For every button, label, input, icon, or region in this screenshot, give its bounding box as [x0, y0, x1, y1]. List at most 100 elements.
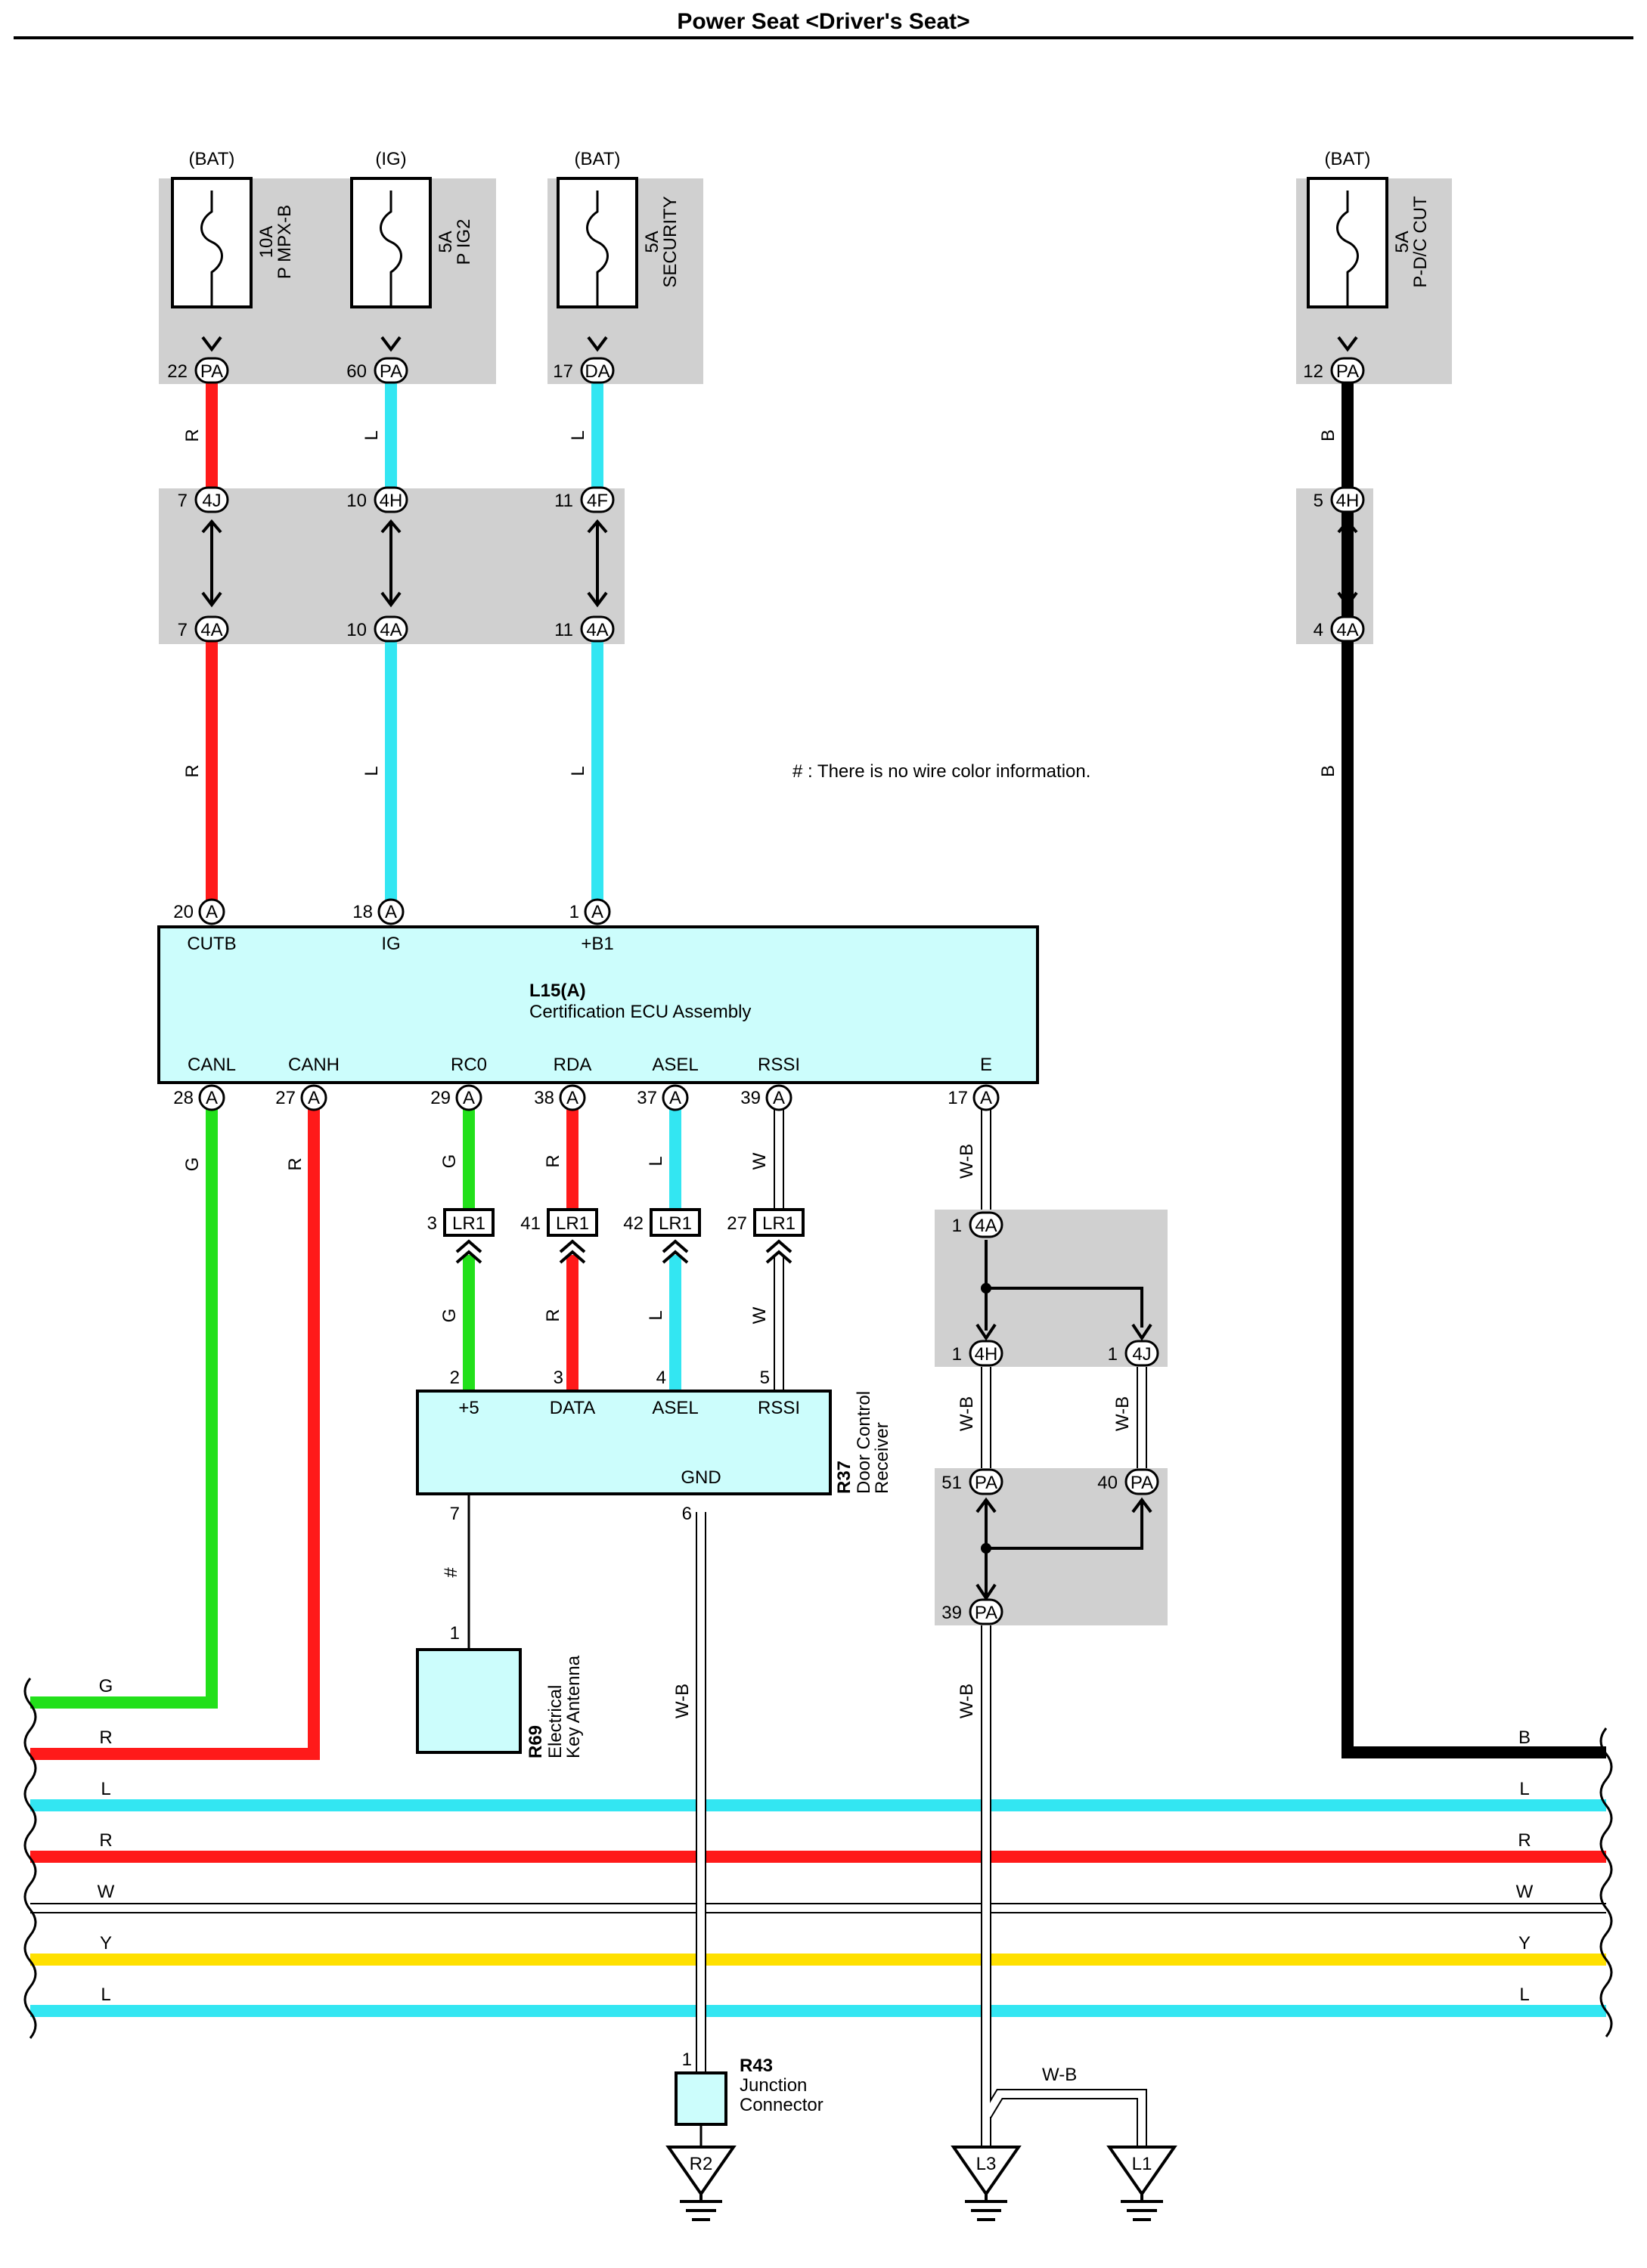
gj-branch-top [986, 1287, 1143, 1328]
gj-branch-bottom [986, 1500, 1143, 1550]
wire-label-canl: G [182, 1157, 203, 1172]
lr1-2-chevron-icon [559, 1239, 586, 1264]
bus-left-label-5: W [98, 1882, 115, 1902]
wire-wb-e-4-fill [982, 1625, 1146, 2147]
ecu-pin-rssi-conn: A [773, 1088, 785, 1108]
fuse-1-arrow-icon [201, 336, 222, 352]
receiver-pin-5v-name: +5 [458, 1398, 479, 1418]
wire-label-b-1: B [1318, 429, 1338, 442]
ecu-pin-rssi-name: RSSI [758, 1055, 800, 1075]
wire-label-e-1: W-B [957, 1144, 977, 1179]
page-title: Power Seat <Driver's Seat> [677, 9, 969, 34]
wire-label-rc0-2: G [439, 1309, 460, 1323]
gj-4j-pin: 1 [1108, 1344, 1118, 1365]
ecu-pin-ig-num: 18 [352, 902, 373, 922]
bus-right-label-6: L [1519, 1984, 1529, 2005]
bus-labels: G R L R W Y L B L R W Y L [98, 1676, 1534, 2005]
lr1-3-chevron-icon [662, 1239, 689, 1264]
ecu-pin-asel-circle [662, 1084, 689, 1111]
fuse-3-pin: 17 [553, 361, 573, 382]
gj-pa51-conn: PA [975, 1473, 997, 1493]
jct-lower-1-conn: 4A [200, 620, 222, 640]
fuse-3-conn: DA [585, 361, 609, 382]
receiver-name-line1: Door Control [854, 1391, 874, 1494]
gj-pa40-conn: PA [1131, 1473, 1153, 1493]
wire-label-hash: # [441, 1567, 461, 1578]
lr1-2-conn: LR1 [556, 1213, 589, 1234]
wire-label-wb-mid-2: W-B [1112, 1396, 1133, 1431]
door-control-receiver: 2 3 4 5 +5 DATA ASEL RSSI GND R37 Door C… [416, 1368, 892, 1524]
jct-lower-1-pin: 7 [178, 620, 188, 640]
fuse-2-rating: 5A [436, 231, 456, 253]
jct-lower-3-pin: 11 [554, 620, 573, 640]
gj-pa39-pin: 39 [941, 1603, 962, 1623]
wire-label-rda-2: R [543, 1309, 563, 1321]
ground-r2-earth-icon [680, 2194, 722, 2221]
fuse-2-pin: 60 [346, 361, 367, 382]
ecu-pin-b1-conn: A [591, 902, 603, 922]
fuse-2-conn: PA [380, 361, 402, 382]
fuse-3-source: (BAT) [575, 149, 621, 169]
ecu-pin-rc0-conn: A [463, 1088, 475, 1108]
antenna-name-line1: Electrical [545, 1685, 566, 1758]
bus-right-label-5: Y [1518, 1933, 1531, 1954]
ecu-pin-rda-num: 38 [534, 1088, 554, 1108]
receiver-ant-pin: 7 [450, 1504, 460, 1524]
junction-connector: 1 R43 Junction Connector [675, 2050, 824, 2147]
lr1-1-pin: 3 [427, 1213, 437, 1234]
ecu-pin-e-name: E [980, 1055, 992, 1075]
ecu-pin-rssi-circle [765, 1084, 792, 1111]
jct-upper-4-oval [1330, 486, 1365, 513]
ecu-pin-ig-circle [377, 898, 405, 925]
ecu-pin-rc0-name: RC0 [451, 1055, 487, 1075]
bus-right-label-4: W [1516, 1882, 1534, 1902]
lr1-2-box [547, 1208, 598, 1237]
jct-upper-3-oval [580, 486, 615, 513]
gj-pa40-oval [1124, 1468, 1159, 1495]
ecu-pin-ig-conn: A [385, 902, 397, 922]
wire-color-note: # : There is no wire color information. [792, 761, 1090, 782]
jc-name-line2: Connector [740, 2095, 824, 2115]
ground-l3-earth-icon [965, 2194, 1007, 2221]
fuse-3-arrow-icon [587, 336, 608, 352]
fuse-1-conn: PA [200, 361, 223, 382]
ground-l3-label: L3 [976, 2154, 997, 2174]
jc-pin: 1 [682, 2050, 692, 2070]
gj-pa39-conn: PA [975, 1603, 997, 1623]
gj-4a-pin: 1 [952, 1216, 962, 1236]
jct-upper-1-oval [194, 486, 229, 513]
receiver-id: R37 [834, 1461, 855, 1494]
receiver-pin-gnd-name: GND [681, 1467, 721, 1488]
wire-label-wb-horiz: W-B [1042, 2065, 1077, 2085]
jc-box [675, 2071, 727, 2126]
ecu-pin-asel-num: 37 [637, 1088, 657, 1108]
receiver-pin-asel-name: ASEL [652, 1398, 698, 1418]
ground-l3-triangle-icon [951, 2146, 1022, 2197]
ecu-pin-b1-circle [584, 898, 611, 925]
ground-wires [696, 1104, 1147, 2147]
fuse-4-rating: 5A [1392, 231, 1413, 253]
junction-links [201, 519, 1358, 608]
receiver-pin-3-num: 3 [554, 1368, 563, 1388]
wire-r-canh [30, 1104, 320, 1760]
ecu-pin-b1-num: 1 [569, 902, 579, 922]
gj-4h-oval [969, 1340, 1003, 1367]
wire-label-asel-1: L [646, 1156, 666, 1166]
ecu-pin-canh-circle [300, 1084, 327, 1111]
gj-4a-conn: 4A [975, 1216, 997, 1236]
jct-lower-3-oval [580, 615, 615, 643]
wire-label-r-2: R [182, 764, 203, 777]
bus-left-label-1: G [99, 1676, 113, 1696]
ecu-pin-canl-circle [198, 1084, 225, 1111]
power-wires [206, 370, 1606, 1758]
ecu-pin-cutb-name: CUTB [187, 934, 236, 954]
jct-lower-2-conn: 4A [380, 620, 402, 640]
wb-labels: W-B W-B W-B W-B W-B [672, 1396, 1133, 2085]
jct-upper-3-conn: 4F [587, 491, 608, 511]
jct-upper-1-conn: 4J [202, 491, 221, 511]
wire-b-pdc-cut [1341, 370, 1606, 1758]
wire-label-r-1: R [182, 429, 203, 442]
fuse-3-rating: 5A [642, 231, 662, 253]
